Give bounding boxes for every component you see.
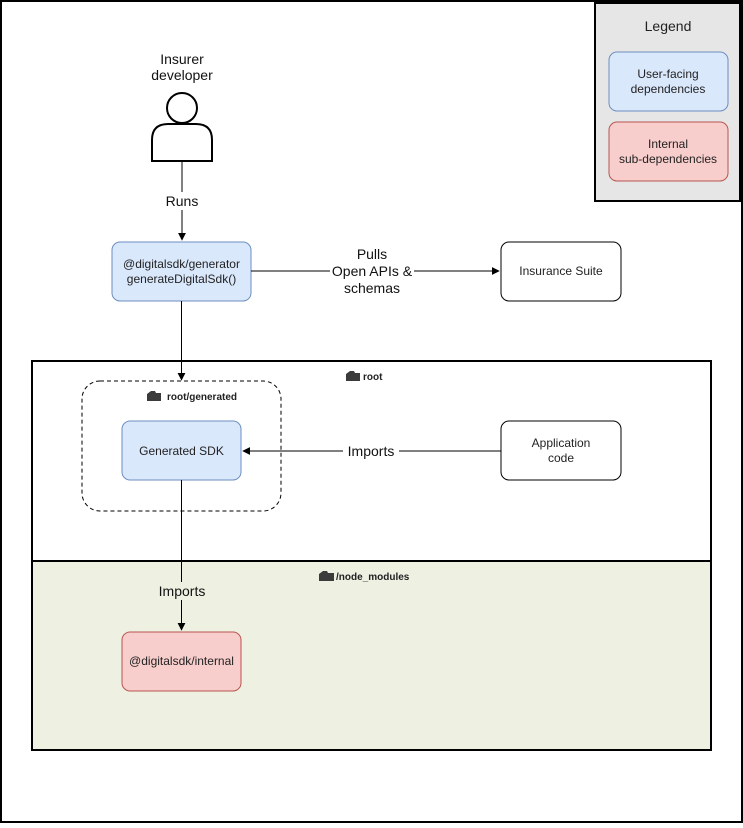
folder-icon — [319, 571, 334, 581]
node-application-code-line1: Application — [532, 436, 591, 450]
actor-insurer-developer: Insurer developer — [151, 51, 213, 162]
folder-node-modules-label: /node_modules — [336, 572, 410, 583]
legend-user-facing-line1: User-facing — [637, 67, 698, 81]
person-body-icon — [151, 123, 213, 162]
edge-imports-app-label: Imports — [348, 443, 395, 459]
node-generator-line1: @digitalsdk/generator — [123, 257, 240, 271]
node-generated-sdk-label: Generated SDK — [139, 444, 224, 458]
legend-title: Legend — [645, 18, 692, 34]
legend-user-facing-line2: dependencies — [631, 82, 706, 96]
edge-pulls-label-bg — [330, 245, 414, 297]
node-application-code-line2: code — [548, 451, 574, 465]
node-insurance-suite-label: Insurance Suite — [519, 264, 603, 278]
edge-pulls-label-line3: schemas — [344, 280, 400, 296]
folder-icon — [147, 391, 161, 401]
folder-icon — [346, 371, 360, 381]
edge-pulls-label-line1: Pulls — [357, 246, 387, 262]
actor-label-line2: developer — [151, 67, 213, 83]
edge-imports-internal-label: Imports — [159, 583, 206, 599]
node-internal-package[interactable] — [121, 631, 242, 692]
legend-internal-line2: sub-dependencies — [619, 152, 717, 166]
folder-root-generated-label: root/generated — [167, 392, 237, 403]
person-head-icon — [166, 92, 198, 124]
actor-label-line1: Insurer — [160, 51, 204, 67]
edge-runs-label-bg — [161, 192, 203, 210]
edge-imports-internal-label-bg — [155, 582, 209, 600]
folder-root-label: root — [363, 372, 383, 383]
node-generator-line2: generateDigitalSdk() — [127, 272, 236, 286]
legend-internal-line1: Internal — [648, 137, 688, 151]
node-insurance-suite[interactable] — [500, 241, 622, 302]
node-internal-package-label: @digitalsdk/internal — [129, 654, 234, 668]
edge-runs-label: Runs — [166, 193, 199, 209]
legend-user-facing-swatch — [608, 51, 729, 112]
legend: Legend User-facing dependencies Internal… — [594, 2, 741, 202]
legend-internal-swatch — [608, 121, 729, 182]
edge-imports-app-label-bg — [343, 442, 399, 460]
edge-pulls-label-line2: Open APIs & — [332, 263, 413, 279]
